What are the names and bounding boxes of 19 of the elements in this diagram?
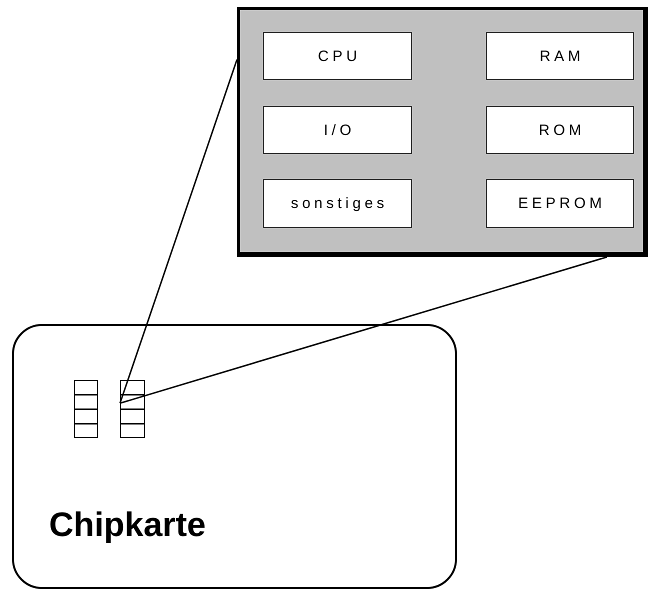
- magnified-chip-panel: [237, 7, 648, 257]
- magnification-line: [119, 59, 238, 404]
- module-box: [263, 106, 412, 154]
- module-label: I/O: [322, 122, 355, 138]
- module-label: RAM: [538, 48, 584, 64]
- module-label: EEPROM: [517, 195, 606, 212]
- module-label: CPU: [316, 48, 361, 64]
- module-box: [486, 32, 634, 80]
- contact-pad-column: [74, 380, 98, 438]
- module-label: sonstiges: [290, 195, 388, 212]
- magnification-line: [120, 256, 608, 404]
- contact-pad-column: [120, 380, 145, 438]
- card-title: Chipkarte: [49, 506, 206, 545]
- module-box: [263, 32, 412, 80]
- module-box: [486, 179, 634, 228]
- chip-card: [12, 324, 457, 589]
- module-box: [486, 106, 634, 154]
- module-label: ROM: [538, 122, 585, 138]
- module-box: [263, 179, 412, 228]
